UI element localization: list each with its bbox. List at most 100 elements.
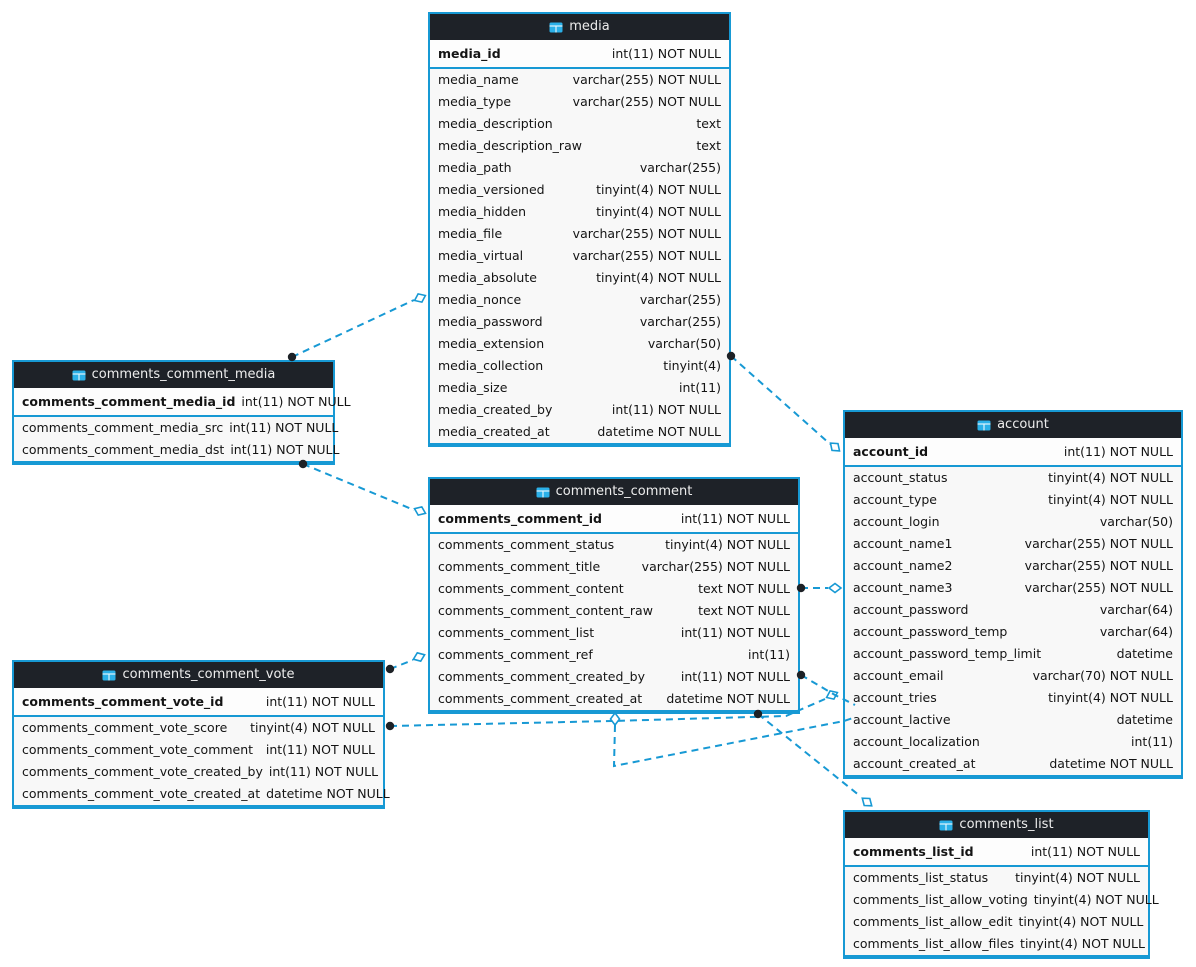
field-name: media_path — [438, 160, 512, 175]
table-comments-list[interactable]: comments_list comments_list_id int(11) N… — [843, 810, 1159, 959]
field-name: media_description_raw — [438, 138, 582, 153]
field-name: comments_list_allow_files — [853, 936, 1015, 951]
field-row: comments_comment_status tinyint(4) NOT NU… — [430, 534, 798, 556]
pk-field-name: media_id — [438, 46, 501, 61]
field-name: comments_list_status — [853, 870, 989, 885]
field-name: media_nonce — [438, 292, 522, 307]
pk-field-name: comments_comment_media_id — [22, 394, 236, 409]
field-type: datetime — [1116, 646, 1173, 661]
field-name: comments_comment_vote_comment — [22, 742, 254, 757]
field-name: account_name2 — [853, 558, 953, 573]
table-header-comments-list[interactable]: comments_list — [845, 812, 1148, 838]
table-header-media[interactable]: media — [430, 14, 729, 40]
field-type: varchar(255) — [639, 292, 721, 307]
field-type: tinyint(4) NOT NULL — [1020, 936, 1145, 951]
field-type: varchar(50) — [1099, 514, 1173, 529]
field-type: varchar(255) NOT NULL — [572, 226, 721, 241]
connector-circle — [385, 664, 395, 674]
field-name: comments_list_allow_voting — [853, 892, 1028, 907]
field-name: account_type — [853, 492, 937, 507]
field-name: account_name3 — [853, 580, 953, 595]
table-comments-comment[interactable]: comments_comment comments_comment_id int… — [428, 477, 800, 714]
relationship-comments_comment-ref-loop[interactable] — [612, 716, 857, 768]
field-type: tinyint(4) NOT NULL — [1048, 492, 1173, 507]
pk-field-name: comments_comment_id — [438, 511, 602, 526]
table-icon — [72, 370, 86, 381]
connector-diamond — [861, 797, 873, 807]
relationship-comments_comment_media-to-media[interactable] — [291, 299, 415, 358]
pk-row: comments_comment_media_id int(11) NOT NU… — [14, 388, 351, 417]
table-header-account[interactable]: account — [845, 412, 1181, 438]
field-name: account_email — [853, 668, 944, 683]
field-type: varchar(255) NOT NULL — [1024, 536, 1173, 551]
field-type: varchar(255) NOT NULL — [641, 559, 790, 574]
field-type: int(11) — [1131, 734, 1173, 749]
field-type: int(11) NOT NULL — [611, 402, 721, 417]
table-comments-comment-vote[interactable]: comments_comment_vote comments_comment_v… — [12, 660, 390, 809]
field-name: media_description — [438, 116, 553, 131]
table-account[interactable]: account account_id int(11) NOT NULL acco… — [843, 410, 1183, 779]
table-header-comments-comment-vote[interactable]: comments_comment_vote — [14, 662, 383, 688]
pk-row: media_id int(11) NOT NULL — [430, 40, 729, 69]
table-icon — [939, 820, 953, 831]
connector-diamond — [413, 505, 427, 517]
table-comments-comment-media[interactable]: comments_comment_media comments_comment_… — [12, 360, 351, 465]
field-name: media_created_at — [438, 424, 550, 439]
field-type: int(11) NOT NULL — [229, 420, 339, 435]
table-header-comments-comment-media[interactable]: comments_comment_media — [14, 362, 333, 388]
table-title: account — [997, 417, 1049, 432]
field-type: text NOT NULL — [698, 581, 790, 596]
connector-diamond — [413, 292, 427, 304]
field-type: tinyint(4) NOT NULL — [1033, 892, 1159, 907]
field-type: datetime NOT NULL — [1049, 756, 1173, 771]
field-name: media_created_by — [438, 402, 553, 417]
table-title: media — [569, 19, 610, 34]
field-name: comments_comment_status — [438, 537, 615, 552]
table-title: comments_comment_vote — [122, 667, 295, 682]
field-name: account_localization — [853, 734, 980, 749]
relationship-comments_comment_media-to-comments_comment[interactable] — [302, 463, 415, 511]
relationship-comments_comment_vote-to-comments_comment[interactable] — [389, 659, 414, 670]
pk-field-type: int(11) NOT NULL — [611, 46, 721, 61]
field-name: media_extension — [438, 336, 545, 351]
relationship-media-to-account[interactable] — [730, 355, 831, 445]
field-type: int(11) NOT NULL — [268, 764, 379, 779]
pk-row: comments_list_id int(11) NOT NULL — [845, 838, 1148, 867]
field-type: text — [696, 116, 721, 131]
pk-field-type: int(11) NOT NULL — [1030, 844, 1140, 859]
pk-row: comments_comment_vote_id int(11) NOT NUL… — [14, 688, 383, 717]
field-type: tinyint(4) NOT NULL — [596, 182, 721, 197]
field-row: media_created_by int(11) NOT NULL — [430, 399, 729, 421]
connector-diamond — [829, 442, 841, 452]
pk-row: account_id int(11) NOT NULL — [845, 438, 1181, 467]
field-name: media_name — [438, 72, 519, 87]
field-type: datetime NOT NULL — [266, 786, 390, 801]
table-media[interactable]: media media_id int(11) NOT NULL media_na… — [428, 12, 731, 447]
field-type: tinyint(4) NOT NULL — [665, 537, 790, 552]
field-rows: comments_comment_status tinyint(4) NOT NU… — [430, 534, 798, 710]
pk-field-name: account_id — [853, 444, 929, 459]
table-header-comments-comment[interactable]: comments_comment — [430, 479, 798, 505]
